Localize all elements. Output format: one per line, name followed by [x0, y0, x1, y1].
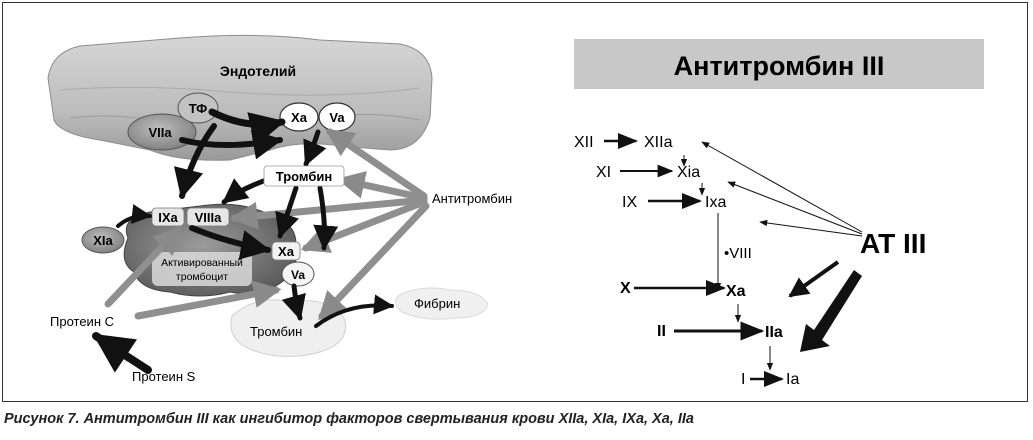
platelet-label-line2: тромбоцит: [176, 271, 228, 283]
fibrin-label: Фибрин: [414, 296, 460, 311]
ii-label: II: [657, 323, 666, 340]
protein-s-label: Протеин S: [132, 369, 196, 384]
xa-right-label: Xa: [726, 283, 746, 300]
tf-label: ТФ: [189, 101, 208, 116]
xa-top-label: Xa: [291, 110, 308, 125]
at3-label: AT III: [860, 228, 926, 259]
right-title: Антитромбин III: [674, 51, 885, 81]
platelet-label-line1: Активированный: [161, 257, 243, 269]
va-mid-oval: [281, 261, 315, 287]
xia-label: XIa: [93, 233, 113, 248]
tf-oval: [177, 92, 219, 124]
thrombin-top-label: Тромбин: [276, 169, 332, 184]
viii-label: •VIII: [724, 245, 752, 262]
xa-mid-label: Xa: [278, 244, 295, 259]
xii-label: XII: [574, 134, 594, 151]
figure-diagrams: Эндотелий VIIa ТФ Xa Va Активированный т…: [47, 34, 984, 388]
viia-oval: [127, 113, 197, 151]
left-diagram: Эндотелий VIIa ТФ Xa Va Активированный т…: [47, 34, 512, 384]
xi-label: XI: [596, 164, 611, 181]
viia-label: VIIa: [148, 125, 172, 140]
ixa-label: IXa: [158, 210, 178, 225]
figure-frame: [2, 2, 1028, 402]
ixa-right-label: Ixa: [705, 194, 726, 211]
protein-c-label: Протеин С: [50, 314, 114, 329]
figure-caption: Рисунок 7. Антитромбин III как ингибитор…: [4, 411, 694, 427]
endothelium-label: Эндотелий: [220, 63, 296, 79]
iia-label: IIa: [765, 324, 783, 341]
ix-label: IX: [622, 194, 637, 211]
va-mid-label: Va: [291, 268, 305, 282]
xiia-label: XIIa: [644, 134, 673, 151]
title-banner: [574, 39, 984, 89]
antithrombin-label: Антитромбин: [432, 191, 512, 206]
va-top-label: Va: [329, 110, 345, 125]
x-label: X: [620, 280, 631, 297]
viiia-label: VIIIa: [195, 210, 223, 225]
i-label: I: [741, 371, 745, 388]
ia-label: Ia: [786, 371, 799, 388]
thrombin-bottom-label: Тромбин: [250, 324, 302, 339]
xia-oval: [81, 226, 125, 254]
big-arrow-to-iia: [800, 270, 862, 352]
fibrin-glow: [395, 287, 489, 320]
xia-right-label: Xia: [677, 164, 700, 181]
right-diagram: Антитромбин III XII XIIa XI Xia IX Ixa •…: [574, 39, 984, 388]
endothelium-shape: [47, 34, 433, 161]
